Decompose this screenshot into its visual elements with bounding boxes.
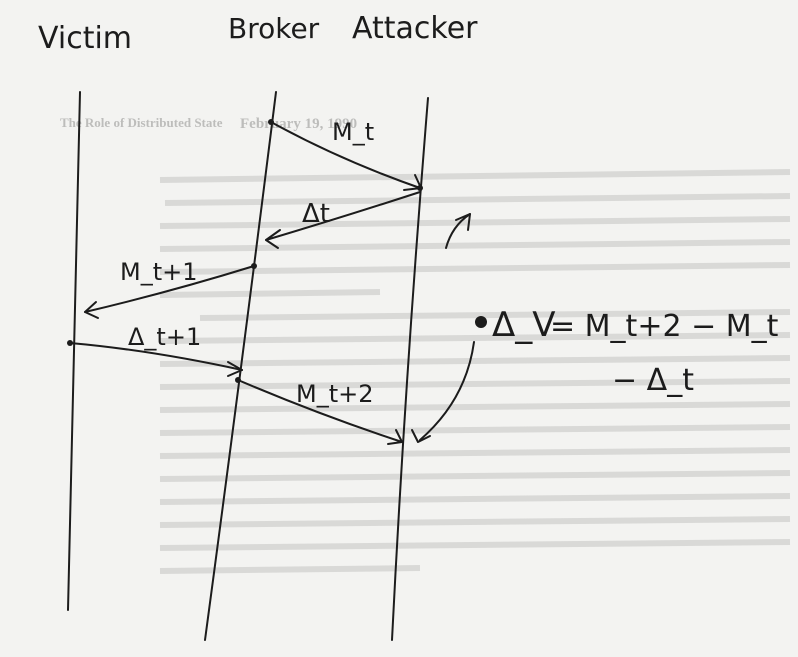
delta-t-label: Δt (302, 199, 330, 229)
broker-lifeline (204, 91, 277, 641)
m-t1-arrow (84, 265, 255, 313)
delta-v-equation: Δ_V = M_t+2 − M_t − Δ_t (475, 305, 779, 398)
lower-span-arrow (419, 341, 475, 441)
victim-label: Victim (38, 21, 132, 56)
victim-lifeline (67, 91, 81, 611)
delta-t1-arrowhead (227, 361, 243, 377)
broker-label: Broker (228, 12, 320, 45)
delta-t-arrowhead (265, 229, 281, 249)
delta-t1-label: Δ_t+1 (128, 323, 201, 351)
m-t-label: M_t (332, 118, 374, 146)
delta-t1-arrow (69, 342, 243, 371)
equation-bullet (475, 316, 487, 328)
m-t2-arrowhead (387, 429, 403, 445)
message-delta-t: Δt (265, 185, 423, 249)
equation-tail: − Δ_t (612, 363, 694, 398)
background-document: February 19, 1990 The Role of Distribute… (60, 115, 791, 574)
equation-rhs: = M_t+2 − M_t (550, 309, 779, 344)
m-t1-arrowhead (84, 301, 99, 319)
attacker-label: Attacker (352, 11, 478, 46)
message-m-t2: M_t+2 (235, 377, 403, 445)
background-lines (159, 169, 791, 574)
attacker-lifeline (391, 97, 429, 641)
upper-span-arrowhead (455, 213, 471, 231)
message-m-t1: M_t+1 (84, 258, 257, 319)
lower-span-arrowhead (411, 429, 431, 443)
message-delta-t1: Δ_t+1 (67, 323, 243, 377)
delta-t-arrow (265, 191, 421, 241)
m-t1-label: M_t+1 (120, 258, 198, 286)
m-t2-arrow (237, 379, 403, 443)
message-m-t: M_t (268, 118, 422, 191)
equation-lhs: Δ_V (492, 305, 556, 345)
m-t-arrow (270, 121, 421, 189)
background-heading: The Role of Distributed State (60, 115, 223, 130)
m-t2-label: M_t+2 (296, 380, 374, 408)
attacker-point-t (417, 185, 423, 191)
